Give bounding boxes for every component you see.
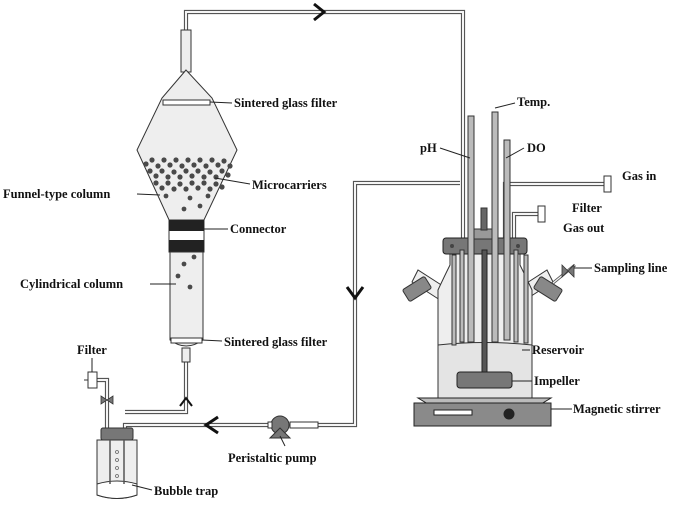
gas-out-filter [537, 205, 546, 223]
tubing [97, 9, 607, 432]
label-gas-out: Gas out [563, 221, 605, 235]
label-temp: Temp. [517, 95, 550, 109]
labels: Sintered glass filter Microcarriers Funn… [3, 95, 668, 498]
cylindrical-column [169, 251, 204, 363]
reactor-vessel [402, 111, 563, 399]
label-bubble-trap: Bubble trap [154, 484, 218, 498]
funnel-type-column [136, 29, 238, 223]
magnetic-stirrer[interactable] [413, 397, 553, 427]
flow-arrow-up [179, 396, 193, 407]
label-gas-in: Gas in [622, 169, 656, 183]
microcarriers [143, 157, 233, 212]
label-sintered-filter-bottom: Sintered glass filter [224, 335, 328, 349]
label-microcarriers: Microcarriers [252, 178, 327, 192]
label-impeller: Impeller [534, 374, 580, 388]
label-sintered-filter-top: Sintered glass filter [234, 96, 338, 110]
label-ph: pH [420, 141, 437, 155]
pinch-valve-icon[interactable] [100, 395, 114, 405]
flow-arrow-top [313, 2, 327, 22]
label-magnetic-stirrer: Magnetic stirrer [573, 402, 661, 416]
sintered-filter-top [162, 99, 211, 106]
label-filter-left: Filter [77, 343, 107, 357]
funnel-body [136, 69, 238, 223]
label-cylindrical-column: Cylindrical column [20, 277, 123, 291]
left-filter [84, 371, 98, 389]
label-reservoir: Reservoir [532, 343, 585, 357]
leader-lines [91, 101, 592, 491]
stirrer-knob-icon[interactable] [503, 408, 515, 420]
peristaltic-pump[interactable] [267, 415, 319, 439]
sintered-filter-bottom [170, 337, 203, 344]
label-connector: Connector [230, 222, 287, 236]
gas-in-filter [603, 175, 612, 193]
label-funnel-type-column: Funnel-type column [3, 187, 110, 201]
bubble-trap [96, 427, 138, 499]
flow-arrow-right [345, 286, 365, 301]
sampling-line[interactable] [552, 263, 576, 285]
connector [168, 219, 205, 253]
probes [451, 111, 529, 346]
label-sampling-line: Sampling line [594, 261, 668, 275]
label-do: DO [527, 141, 546, 155]
impeller [456, 371, 513, 389]
label-peristaltic-pump: Peristaltic pump [228, 451, 317, 465]
label-filter-right: Filter [572, 201, 602, 215]
flow-arrow-bottom [203, 415, 219, 435]
